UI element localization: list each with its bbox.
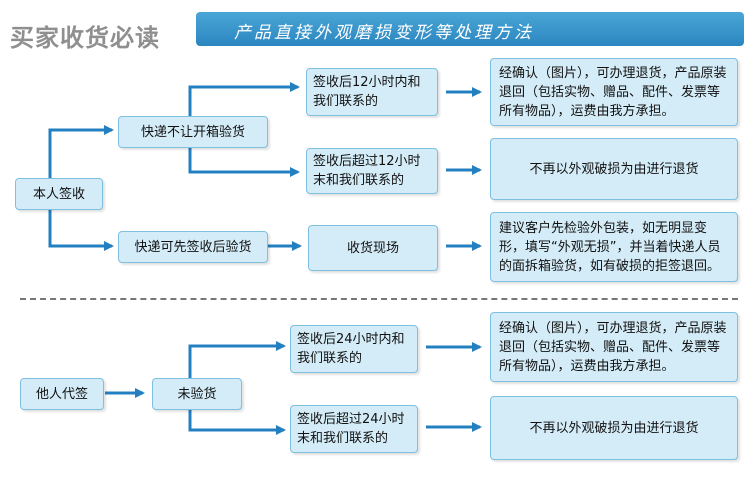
banner-title: 产品直接外观磨损变形等处理方法 [234,23,534,43]
node-proxy-sign: 他人代签 [20,378,104,410]
node-contact-within-12h: 签收后12小时内和我们联系的 [306,68,438,116]
node-proxy-sign-label: 他人代签 [35,386,88,402]
connector-root-to-branch-a [48,125,114,178]
node-contact-after-24h-label: 签收后超过24小时末和我们联系的 [297,412,405,446]
result2-return-rejected: 不再以外观破损为由进行退货 [490,396,738,460]
result-return-accepted: 经确认（图片），可办理退货，产品原装退回（包括实物、赠品、配件、发票等所有物品）… [490,58,738,126]
result-return-rejected: 不再以外观破损为由进行退货 [490,138,738,200]
result-return-rejected-label: 不再以外观破损为由进行退货 [529,161,699,177]
node-delivery-site-label: 收货现场 [346,240,399,256]
result2-return-rejected-label: 不再以外观破损为由进行退货 [529,420,699,436]
watermark-text: 买家收货必读 [10,24,160,52]
result-inspect-package-label: 建议客户先检验外包装，如无明显变形，填写“外观无损”，并当着快递人员的面拆箱验货… [499,220,721,274]
node-contact-after-12h: 签收后超过12小时末和我们联系的 [306,148,438,194]
node-self-sign: 本人签收 [15,178,103,210]
node-sign-then-inspect-label: 快递可先签收后验货 [134,239,252,255]
connector-branch2-up [188,341,286,378]
node-sign-then-inspect: 快递可先签收后验货 [118,231,268,263]
connector-branch-a-down [188,146,300,177]
node-contact-after-12h-label: 签收后超过12小时末和我们联系的 [313,154,421,188]
connector-branch2-down [188,408,286,435]
node-self-sign-label: 本人签收 [32,186,85,202]
connector-root-to-branch-b [48,208,114,251]
section-divider [20,298,738,300]
node-not-inspected: 未验货 [152,378,242,410]
node-no-open-inspection: 快递不让开箱验货 [118,116,268,148]
node-no-open-inspection-label: 快递不让开箱验货 [140,124,245,140]
result2-return-accepted: 经确认（图片），可办理退货，产品原装退回（包括实物、赠品、配件、发票等所有物品）… [490,312,738,382]
node-not-inspected-label: 未验货 [177,386,217,402]
node-delivery-site: 收货现场 [308,225,438,271]
connector-branch-a-up [188,82,300,116]
node-contact-within-24h-label: 签收后24小时内和我们联系的 [297,332,405,366]
node-contact-within-12h-label: 签收后12小时内和我们联系的 [313,75,421,109]
node-contact-within-24h: 签收后24小时内和我们联系的 [290,325,418,373]
result2-return-accepted-label: 经确认（图片），可办理退货，产品原装退回（包括实物、赠品、配件、发票等所有物品）… [499,320,727,374]
node-contact-after-24h: 签收后超过24小时末和我们联系的 [290,405,418,453]
result-return-accepted-label: 经确认（图片），可办理退货，产品原装退回（包括实物、赠品、配件、发票等所有物品）… [499,65,727,119]
title-banner: 产品直接外观磨损变形等处理方法 [196,12,744,46]
result-inspect-package: 建议客户先检验外包装，如无明显变形，填写“外观无损”，并当着快递人员的面拆箱验货… [490,212,738,282]
